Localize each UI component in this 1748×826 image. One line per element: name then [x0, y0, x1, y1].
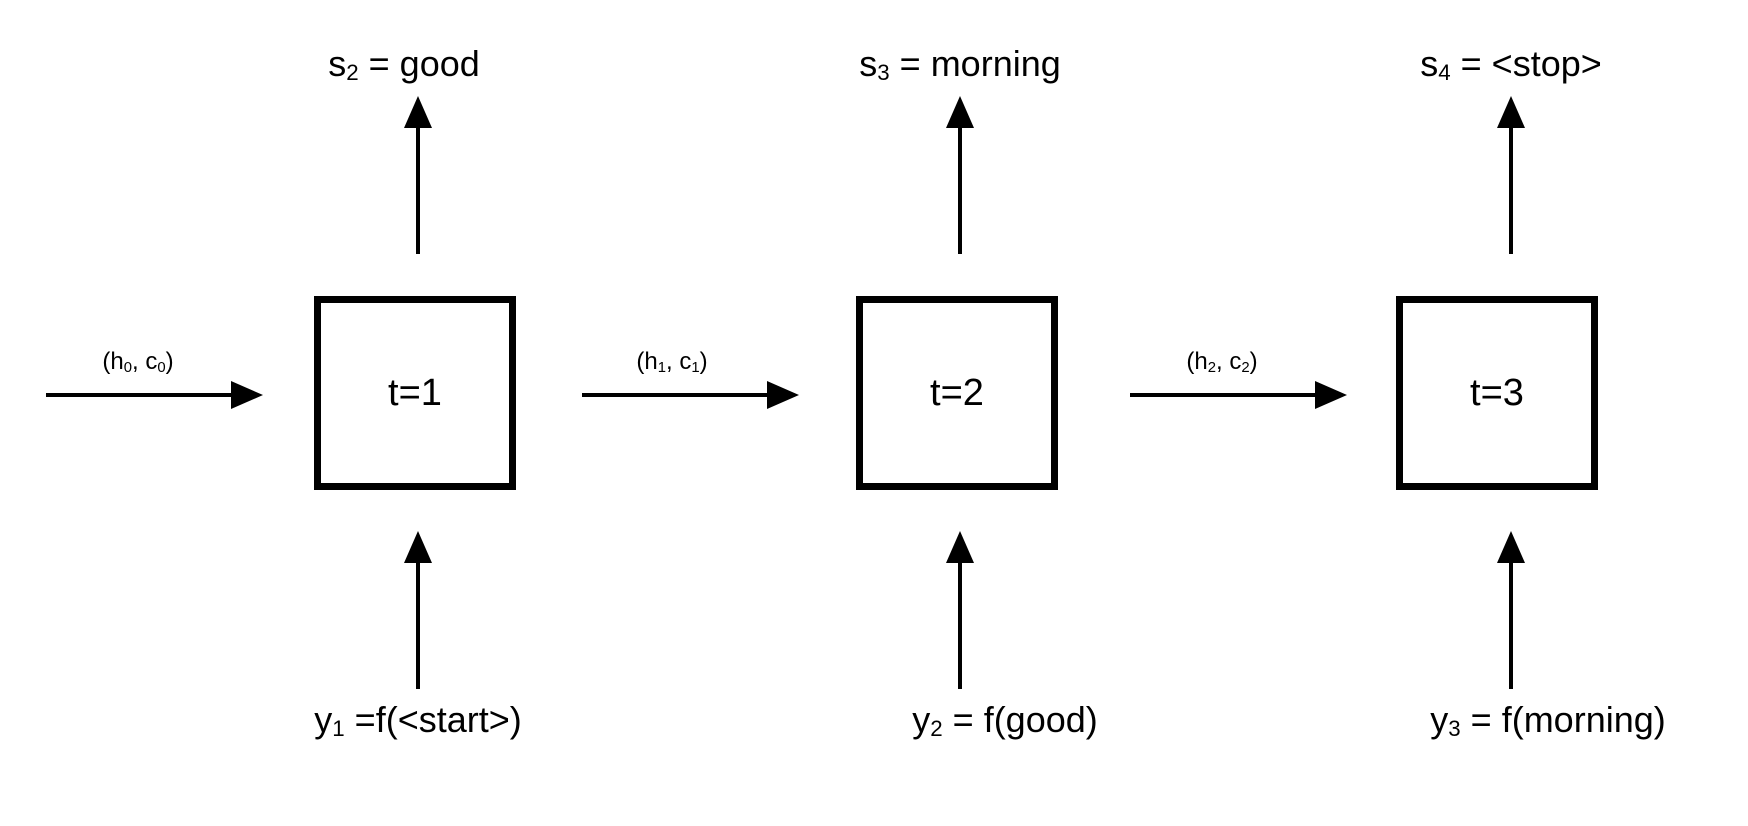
- input-label-1: y1 =f(<start>): [314, 699, 522, 742]
- cell-box-3: t=3: [1396, 296, 1598, 490]
- input-label-3: y3 = f(morning): [1430, 699, 1666, 742]
- state-label-3: (h2, c2): [1186, 348, 1258, 376]
- output-label-3: s4 = <stop>: [1420, 43, 1602, 86]
- output-label-2: s3 = morning: [859, 43, 1061, 86]
- state-label-1: (h0, c0): [102, 348, 174, 376]
- cell-box-2: t=2: [856, 296, 1058, 490]
- input-label-2: y2 = f(good): [912, 699, 1098, 742]
- cell-label-3: t=3: [1470, 372, 1524, 414]
- cell-box-1: t=1: [314, 296, 516, 490]
- output-label-1: s2 = good: [328, 43, 480, 86]
- state-label-2: (h1, c1): [636, 348, 708, 376]
- cell-label-2: t=2: [930, 372, 984, 414]
- cell-label-1: t=1: [388, 372, 442, 414]
